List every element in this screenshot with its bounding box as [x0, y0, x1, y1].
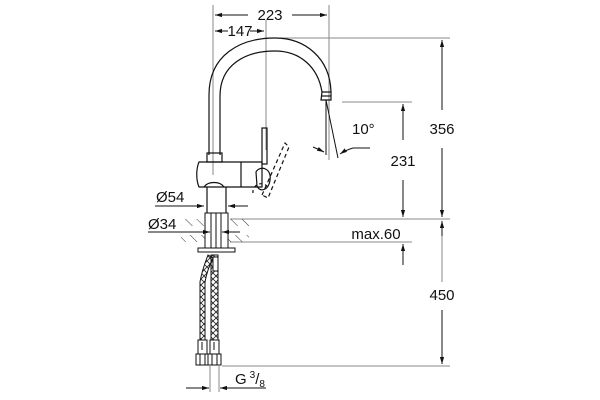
- label-54: Ø54: [156, 189, 184, 206]
- label-223: 223: [257, 7, 282, 24]
- dimension-base-diameter: Ø54: [155, 189, 248, 209]
- label-356: 356: [429, 121, 454, 138]
- extension-lines: [212, 5, 450, 367]
- spout-angle-lines: [312, 99, 370, 159]
- faucet-body: [196, 127, 290, 215]
- label-34: Ø34: [148, 216, 176, 233]
- dimension-overall-width: 223: [215, 7, 327, 24]
- dimension-overall-height: 356: [429, 40, 455, 217]
- dimension-hole-diameter: Ø34: [148, 216, 240, 235]
- label-147: 147: [227, 23, 252, 40]
- label-450: 450: [429, 287, 454, 304]
- deck-section: [181, 212, 249, 253]
- label-max-60: max.60: [351, 226, 400, 243]
- dimension-deck-thickness: max.60: [351, 200, 406, 265]
- label-spout-angle: 10°: [352, 121, 375, 138]
- dimension-spout-reach: 147: [215, 23, 264, 40]
- dimension-hose-length: 450: [429, 221, 455, 364]
- supply-hoses: [195, 254, 222, 366]
- faucet-spout: [208, 37, 332, 155]
- label-231: 231: [390, 153, 415, 170]
